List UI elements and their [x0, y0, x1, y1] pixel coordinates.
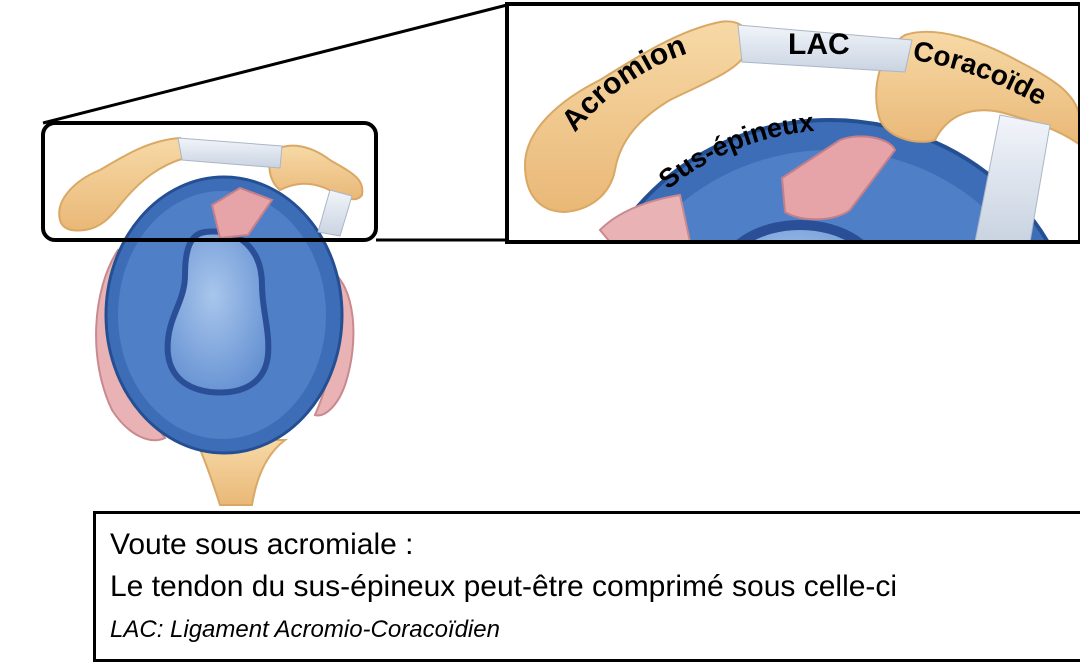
main-illustration [58, 136, 364, 506]
acromion-bone [58, 136, 187, 232]
supraspinatus-tendon [210, 186, 274, 240]
coracoid-bone-zoom [875, 30, 1080, 147]
zoom-frame [505, 2, 1080, 244]
scapula-neck [194, 439, 288, 506]
coraco-ligament [317, 189, 353, 237]
coracoid-bone [268, 144, 364, 201]
caption-text: Le tendon du sus-épineux peut-être compr… [110, 570, 898, 603]
caption-box: Voute sous acromiale : Le tendon du sus-… [93, 511, 1080, 662]
lac-ligament [177, 137, 283, 169]
zoom-inset: Acromion LAC Coracoïde Sus-épineux [505, 2, 1080, 244]
caption-footnote: LAC: Ligament Acromio-Coracoïdien [110, 616, 500, 643]
coraco-ligament-zoom [974, 114, 1051, 242]
caption-title: Voute sous acromiale : [110, 528, 414, 561]
zoom-connector-top [42, 3, 508, 125]
acromion-bone-zoom [523, 20, 750, 214]
label-lac: LAC [788, 28, 850, 61]
zoom-source-box [41, 121, 378, 242]
glenoid-fossa [164, 228, 272, 396]
supraspinatus-tendon-zoom [780, 135, 897, 221]
lac-ligament-zoom [737, 24, 913, 73]
